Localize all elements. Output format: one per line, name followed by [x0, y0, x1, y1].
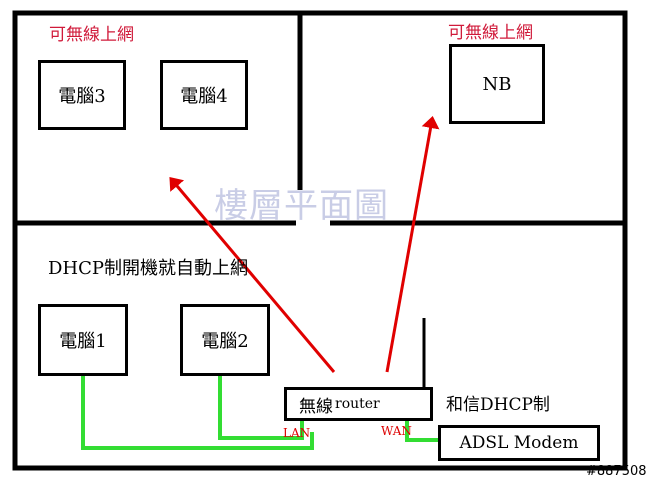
top-left-room-caption: 可無線上網 [49, 25, 134, 45]
computer-1-label: 電腦1 [59, 331, 107, 352]
computer-1: 電腦1 [38, 304, 128, 376]
adsl-modem: ADSL Modem [438, 425, 600, 461]
wireless-arrow-right [385, 116, 440, 373]
isp-dhcp-note: 和信DHCP制 [446, 395, 550, 415]
router-label-prefix: 無線 [299, 396, 333, 417]
wan-port-label: WAN [381, 424, 412, 438]
cable-pc2-router [218, 375, 304, 440]
computer-3: 電腦3 [38, 60, 126, 130]
cable-pc1-router [81, 375, 314, 450]
lan-port-label: LAN [283, 426, 311, 440]
notebook-label: NB [482, 73, 512, 95]
computer-2: 電腦2 [180, 304, 270, 376]
wireless-router: 無線 router [284, 387, 433, 421]
bottom-room-caption: DHCP制開機就自動上網 [48, 258, 249, 279]
top-right-room-caption: 可無線上網 [448, 23, 533, 43]
router-label-suffix: router [335, 396, 380, 412]
computer-4-label: 電腦4 [180, 86, 228, 107]
image-id-label: #887508 [586, 464, 647, 479]
cable-router-modem [405, 418, 438, 442]
adsl-modem-label: ADSL Modem [459, 433, 579, 453]
computer-2-label: 電腦2 [201, 331, 249, 352]
wireless-arrow-left [169, 176, 336, 373]
outer-wall [12, 10, 628, 471]
computer-3-label: 電腦3 [58, 86, 106, 107]
notebook: NB [449, 44, 545, 124]
computer-4: 電腦4 [160, 60, 248, 130]
floor-plan-title: 樓層平面圖 [214, 186, 389, 226]
